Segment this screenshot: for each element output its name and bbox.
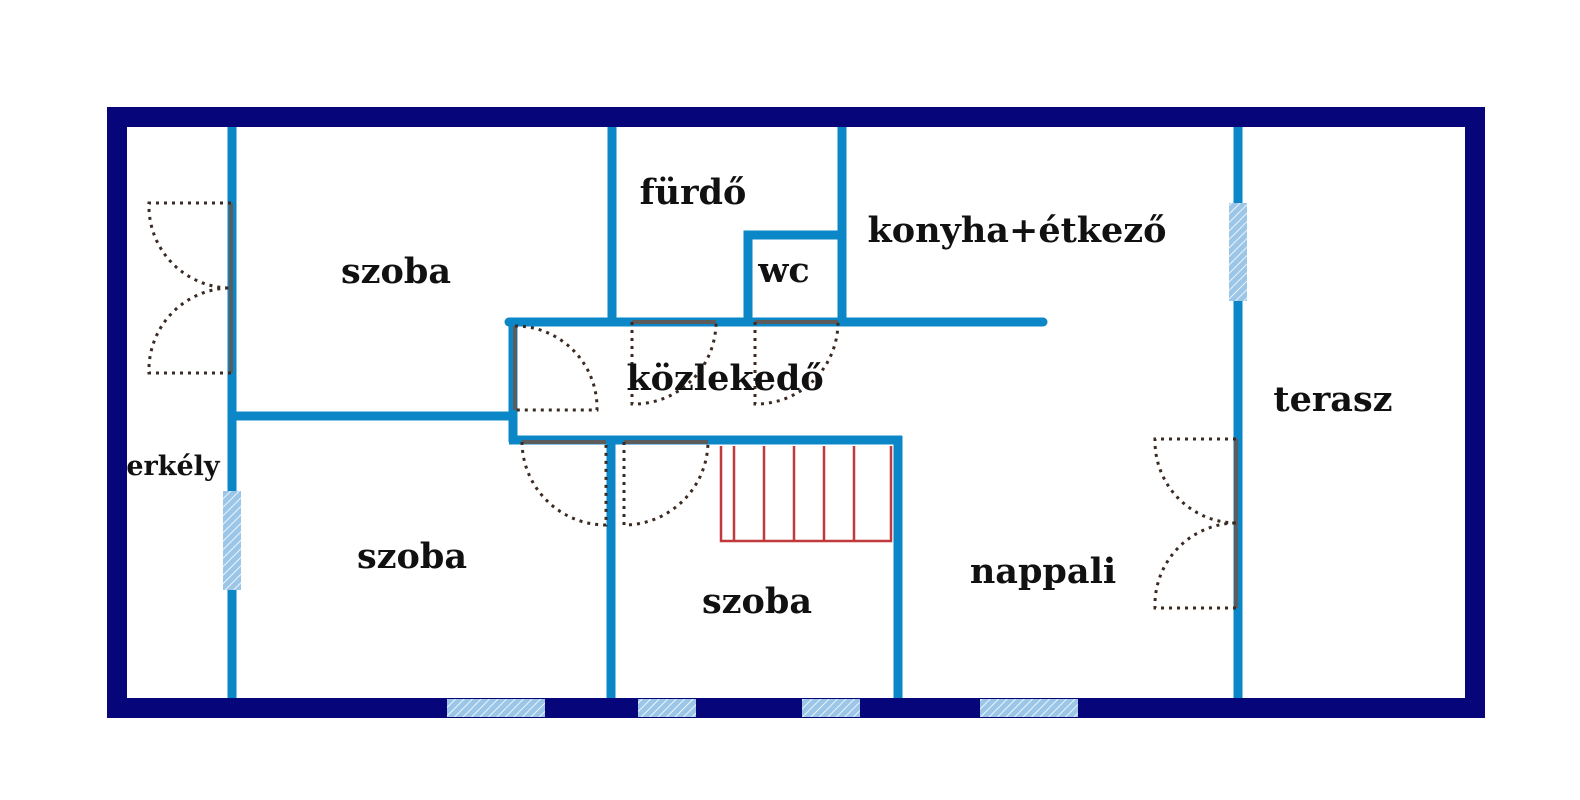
label-wc: wc xyxy=(757,250,809,291)
windows xyxy=(223,203,1247,717)
window-terasz xyxy=(1229,203,1247,301)
door-terasz xyxy=(1153,437,1238,610)
doors xyxy=(147,201,1238,610)
door-furdo xyxy=(630,320,718,406)
window-bottom-2 xyxy=(638,699,696,717)
window-erkely xyxy=(223,491,241,590)
label-szoba-lower-middle: szoba xyxy=(702,581,812,622)
label-erkely: erkély xyxy=(126,451,221,482)
label-nappali: nappali xyxy=(970,551,1116,592)
label-kozlekedo: közlekedő xyxy=(626,358,823,399)
window-bottom-4 xyxy=(980,699,1078,717)
stairs xyxy=(719,446,893,543)
window-bottom-1 xyxy=(447,699,545,717)
door-wc xyxy=(753,320,840,406)
wall-wc xyxy=(743,230,842,322)
label-szoba-upper-left: szoba xyxy=(341,251,451,292)
label-szoba-lower-left: szoba xyxy=(357,536,467,577)
door-szoba-lower-left xyxy=(520,440,608,527)
label-konyha-etkezo: konyha+étkező xyxy=(867,210,1166,251)
door-szoba-lower-middle xyxy=(622,440,710,527)
label-terasz: terasz xyxy=(1273,379,1392,420)
door-corridor-left xyxy=(513,324,599,412)
room-labels: szoba fürdő wc konyha+étkező közlekedő t… xyxy=(126,172,1392,622)
window-bottom-3 xyxy=(802,699,860,717)
outer-wall xyxy=(107,107,1485,718)
label-furdo: fürdő xyxy=(640,172,747,213)
door-erkely xyxy=(147,201,233,375)
